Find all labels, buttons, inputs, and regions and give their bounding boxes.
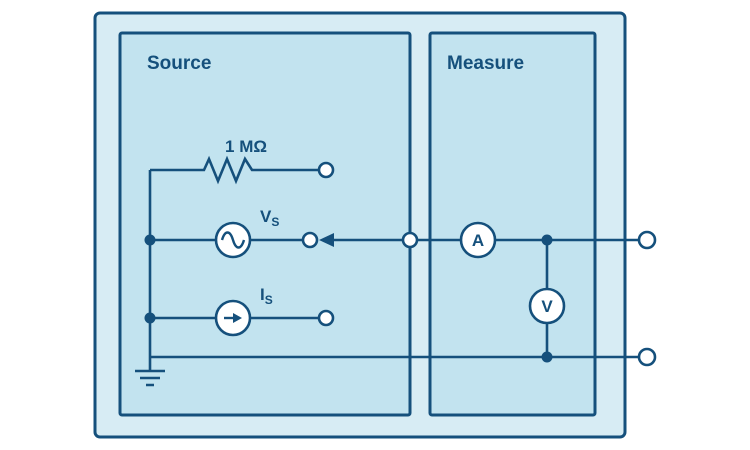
source-box [118,31,412,417]
voltage-source-label: VS [260,207,279,229]
current-arrowhead-icon [233,313,242,323]
source-boundary-terminal [401,231,419,249]
sine-wave-icon [220,231,246,249]
current-source-label: IS [260,285,273,307]
junction-dot-vs [144,234,156,246]
output-terminal-top [637,230,657,250]
measure-box-label: Measure [447,53,524,74]
ammeter-label: A [472,231,484,250]
ground-icon [135,369,165,387]
voltage-source-terminal [301,231,319,249]
current-source-terminal [317,309,335,327]
resistor-wire-and-zigzag-icon [150,155,319,185]
junction-dot-measure-bottom [541,351,553,363]
ammeter-circle [459,221,497,259]
source-box-label: Source [147,53,211,74]
junction-dot-is [144,312,156,324]
resistor-label: 1 MΩ [225,137,267,156]
junction-dot-measure-top [541,234,553,246]
left-arrowhead-icon [319,233,334,247]
voltmeter-label: V [541,297,553,316]
resistor-terminal [317,161,335,179]
output-terminal-bottom [637,347,657,367]
